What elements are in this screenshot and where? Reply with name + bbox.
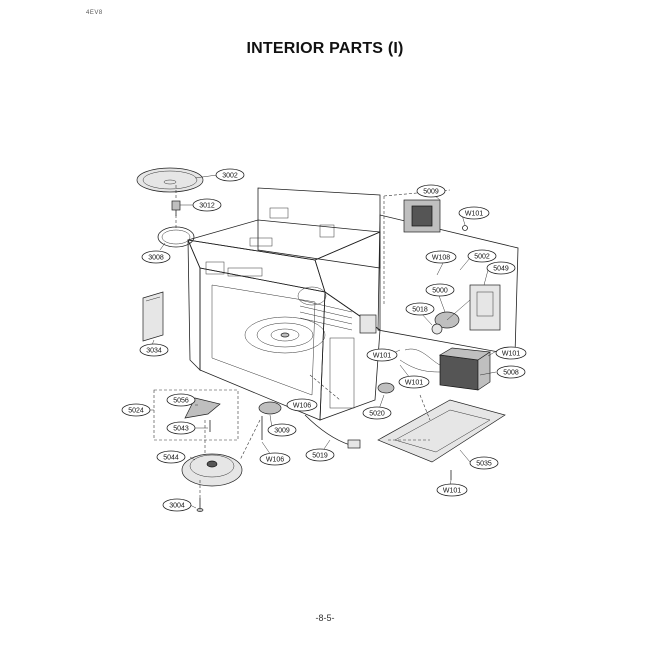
svg-text:5044: 5044 <box>163 455 179 462</box>
svg-text:5002: 5002 <box>474 254 490 261</box>
svg-text:5043: 5043 <box>173 426 189 433</box>
callout-5049: 5049 <box>486 261 516 275</box>
callout-w106-lower: W106 <box>259 452 291 466</box>
callout-5056: 5056 <box>166 393 196 407</box>
callout-w101-top: W101 <box>458 206 490 220</box>
svg-text:5049: 5049 <box>493 266 509 273</box>
svg-text:3034: 3034 <box>146 348 162 355</box>
svg-text:W101: W101 <box>465 211 483 218</box>
callout-3009: 3009 <box>267 423 297 437</box>
svg-text:3004: 3004 <box>169 503 185 510</box>
callout-w108: W108 <box>425 250 457 264</box>
callout-w101-bottom: W101 <box>436 483 468 497</box>
callout-3002: 3002 <box>215 168 245 182</box>
callout-5020: 5020 <box>362 406 392 420</box>
svg-text:W108: W108 <box>432 255 450 262</box>
callout-5002: 5002 <box>467 249 497 263</box>
callout-5008: 5008 <box>496 365 526 379</box>
svg-text:W101: W101 <box>373 353 391 360</box>
svg-text:W101: W101 <box>443 488 461 495</box>
cabinet-body <box>187 187 381 421</box>
wire-harness <box>304 414 361 449</box>
callout-w101-right: W101 <box>495 346 527 360</box>
callout-5000: 5000 <box>425 283 455 297</box>
svg-text:5000: 5000 <box>432 288 448 295</box>
svg-text:5020: 5020 <box>369 411 385 418</box>
stirrer-assembly <box>153 389 239 441</box>
svg-text:5018: 5018 <box>412 307 428 314</box>
svg-text:3002: 3002 <box>222 173 238 180</box>
bottom-plate <box>377 399 506 480</box>
callout-5018: 5018 <box>405 302 435 316</box>
turntable-coupler <box>171 200 181 216</box>
leader-lines <box>175 185 431 500</box>
svg-text:5035: 5035 <box>476 461 492 468</box>
svg-text:W106: W106 <box>293 403 311 410</box>
svg-text:3012: 3012 <box>199 203 215 210</box>
turntable-tray <box>136 167 204 193</box>
callout-5035: 5035 <box>469 456 499 470</box>
filter-panel <box>142 291 164 342</box>
svg-text:5009: 5009 <box>423 189 439 196</box>
callout-3008: 3008 <box>141 250 171 264</box>
svg-text:5008: 5008 <box>503 370 519 377</box>
roller <box>377 382 395 394</box>
callout-5019: 5019 <box>305 448 335 462</box>
callout-3004: 3004 <box>162 498 192 512</box>
svg-text:W101: W101 <box>502 351 520 358</box>
callout-w101-left: W101 <box>366 348 398 362</box>
svg-text:5019: 5019 <box>312 453 328 460</box>
page-number: -8-5- <box>315 613 335 623</box>
svg-text:W106: W106 <box>266 457 284 464</box>
document-code: 4EV8 <box>86 10 103 16</box>
svg-text:5024: 5024 <box>128 408 144 415</box>
callout-5044: 5044 <box>156 450 186 464</box>
drive-motor <box>258 401 282 440</box>
stirrer-cover <box>181 453 243 512</box>
svg-text:5056: 5056 <box>173 398 189 405</box>
callout-5024: 5024 <box>121 403 151 417</box>
page-title: INTERIOR PARTS (I) <box>246 40 404 57</box>
svg-text:3009: 3009 <box>274 428 290 435</box>
svg-text:3008: 3008 <box>148 255 164 262</box>
roller-guide-ring <box>157 226 195 248</box>
callout-5009: 5009 <box>416 184 446 198</box>
callout-w101-center: W101 <box>398 375 430 389</box>
callout-5043: 5043 <box>166 421 196 435</box>
callout-3034: 3034 <box>139 343 169 357</box>
callout-w106-upper: W106 <box>286 398 318 412</box>
callout-3012: 3012 <box>192 198 222 212</box>
svg-text:W101: W101 <box>405 380 423 387</box>
